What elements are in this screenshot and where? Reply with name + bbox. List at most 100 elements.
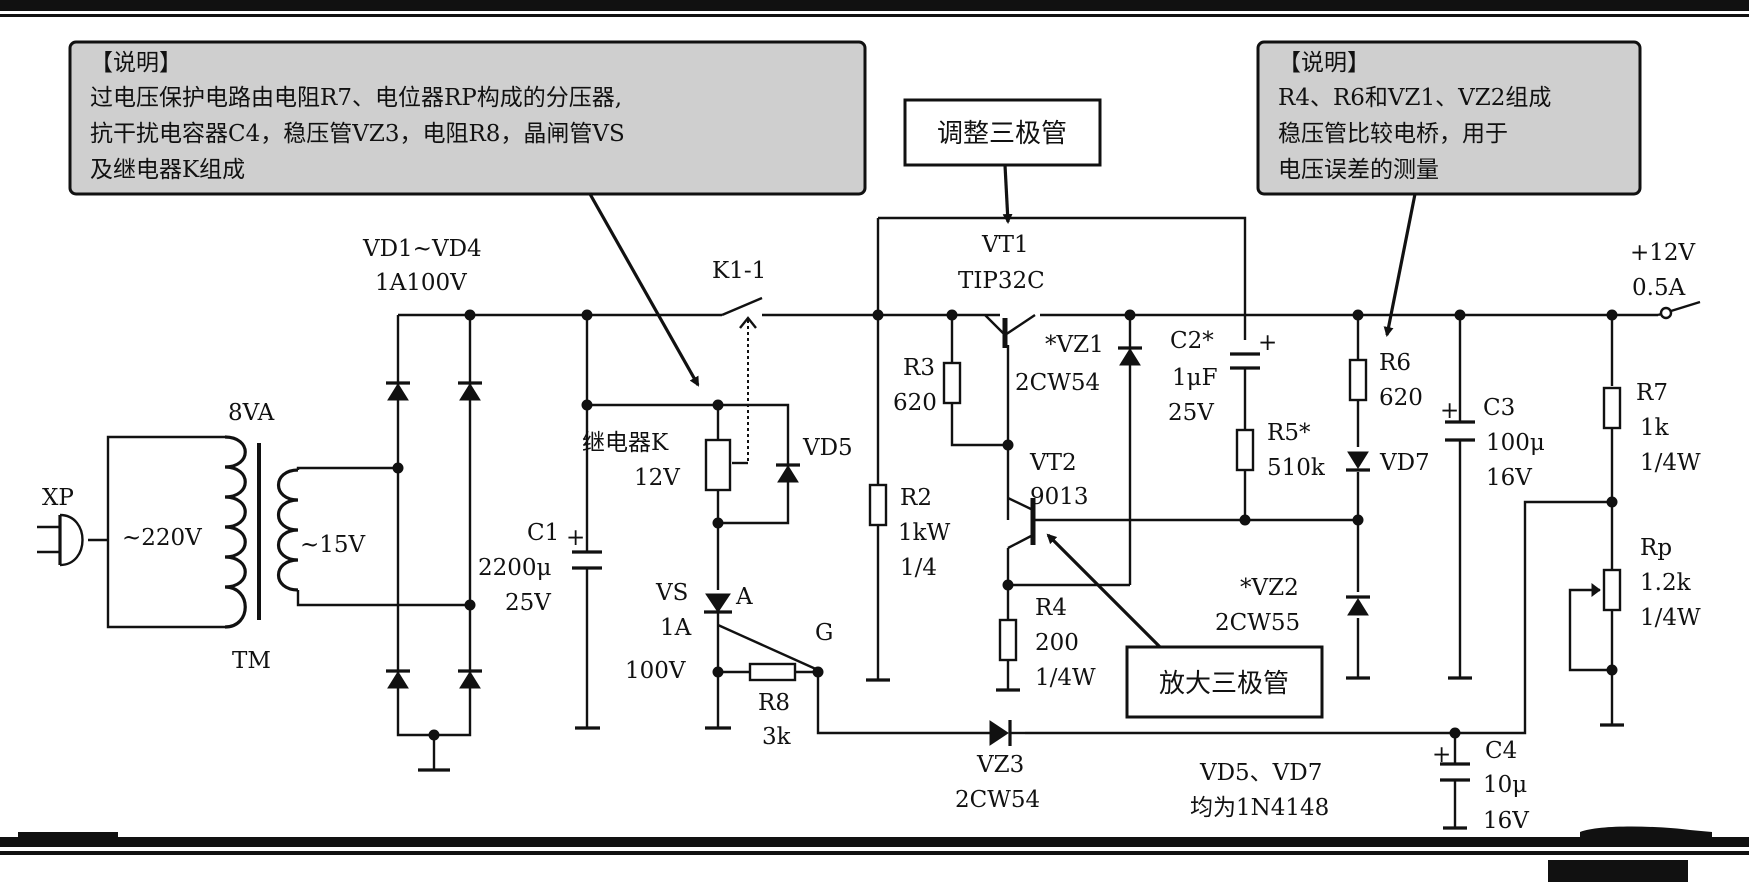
resistor-r3 [942, 361, 962, 405]
label-c1-value: 2200μ [478, 555, 552, 581]
label-vz2-type: 2CW55 [1215, 610, 1300, 636]
label-output-voltage: +12V [1630, 240, 1696, 266]
capacitor-c1 [572, 550, 602, 570]
note-right-line-3: 电压误差的测量 [1278, 157, 1439, 183]
label-r5-name: R5* [1267, 420, 1311, 446]
relay-coil [704, 438, 732, 492]
label-diode-note-1: VD5、VD7 [1199, 760, 1322, 786]
label-diode-note-2: 均为1N4148 [1190, 795, 1329, 821]
note-left: 【说明】 过电压保护电路由电阻R7、电位器RP构成的分压器, 抗干扰电容器C4，… [68, 40, 867, 196]
label-vd5: VD5 [802, 435, 853, 461]
diode-vd7 [1346, 451, 1370, 472]
label-c1-name: C1 [527, 520, 559, 546]
svg-text:+: + [1432, 742, 1451, 768]
label-r2-power: 1/4 [900, 555, 937, 581]
resistor-r8 [748, 662, 797, 682]
label-vz3-type: 2CW54 [955, 787, 1040, 813]
label-bridge-name: VD1~VD4 [362, 236, 482, 262]
label-vt2-name: VT2 [1029, 450, 1077, 476]
label-r8-name: R8 [758, 690, 790, 716]
label-r3-name: R3 [903, 355, 935, 381]
label-vz1-type: 2CW54 [1015, 370, 1100, 396]
polarity-marks: + + + + [566, 330, 1459, 768]
label-vz3-name: VZ3 [976, 752, 1024, 778]
label-output-current: 0.5A [1632, 275, 1686, 301]
labels: XP ~220V 8VA ~15V TM VD1~VD4 1A100V C1 2… [42, 232, 1701, 834]
note-right: 【说明】 R4、R6和VZ1、VZ2组成 稳压管比较电桥，用于 电压误差的测量 [1256, 40, 1642, 196]
resistor-r4 [998, 618, 1018, 662]
label-vs-current: 1A [660, 615, 692, 641]
label-c3-voltage: 16V [1486, 465, 1532, 491]
thyristor-vs [704, 593, 732, 614]
resistor-r6 [1348, 358, 1368, 402]
wiring [37, 216, 1701, 830]
note-right-line-1: R4、R6和VZ1、VZ2组成 [1278, 85, 1551, 111]
label-relay-contact: K1-1 [712, 258, 766, 284]
label-r4-power: 1/4W [1035, 665, 1096, 691]
label-c3-value: 100μ [1486, 430, 1545, 456]
callout-adjust-transistor: 调整三极管 [903, 98, 1102, 167]
label-r2-value: 1kW [898, 520, 951, 546]
label-rp-power: 1/4W [1640, 605, 1701, 631]
label-r7-value: 1k [1640, 415, 1670, 441]
label-r8-value: 3k [762, 724, 792, 750]
note-left-line-1: 过电压保护电路由电阻R7、电位器RP构成的分压器, [90, 85, 622, 111]
label-relay-voltage: 12V [634, 465, 680, 491]
label-vs-gate: G [815, 620, 833, 646]
capacitor-c2 [1230, 352, 1260, 370]
label-c2-voltage: 25V [1168, 400, 1214, 426]
label-r6-value: 620 [1379, 385, 1423, 411]
pointer-arrows [588, 164, 1417, 649]
label-c1-voltage: 25V [505, 590, 551, 616]
diode-vd5 [776, 463, 800, 483]
note-right-line-2: 稳压管比较电桥，用于 [1278, 121, 1508, 147]
diode-vz3 [989, 720, 1025, 746]
resistor-r5 [1235, 428, 1255, 472]
note-right-header: 【说明】 [1278, 50, 1370, 76]
callout-adjust-label: 调整三极管 [937, 119, 1067, 149]
callout-amplifier-label: 放大三极管 [1159, 669, 1289, 699]
label-r7-power: 1/4W [1640, 450, 1701, 476]
capacitor-c3 [1445, 420, 1475, 442]
junction-dots [392, 309, 1618, 741]
label-mains: ~220V [122, 525, 202, 551]
label-bridge-rating: 1A100V [375, 270, 467, 296]
svg-text:+: + [1258, 330, 1277, 356]
label-c4-value: 10μ [1483, 772, 1527, 798]
resistor-r7 [1602, 386, 1622, 430]
note-left-line-3: 及继电器K组成 [90, 157, 245, 183]
potentiometer-rp [1591, 568, 1622, 612]
label-rp-name: Rp [1640, 535, 1672, 561]
label-c4-name: C4 [1485, 738, 1517, 764]
label-xp: XP [42, 485, 74, 511]
label-rp-value: 1.2k [1640, 570, 1692, 596]
note-left-line-2: 抗干扰电容器C4，稳压管VZ3，电阻R8，晶闸管VS [90, 121, 625, 147]
svg-text:+: + [566, 525, 585, 551]
label-r4-value: 200 [1035, 630, 1079, 656]
label-vs-name: VS [655, 580, 688, 606]
label-vt2-type: 9013 [1030, 484, 1089, 510]
capacitor-c4 [1440, 762, 1470, 782]
label-vt1-type: TIP32C [958, 268, 1045, 294]
bridge-diodes [386, 381, 482, 689]
label-vt1-name: VT1 [981, 232, 1029, 258]
label-c4-voltage: 16V [1483, 808, 1529, 834]
zener-vz1 [1118, 346, 1142, 366]
label-r2-name: R2 [900, 485, 932, 511]
resistor-r2 [868, 483, 888, 527]
label-secondary: ~15V [300, 532, 366, 558]
label-vd7: VD7 [1379, 450, 1430, 476]
label-c2-name: C2* [1170, 328, 1214, 354]
label-c2-value: 1μF [1172, 365, 1218, 391]
label-transformer-rating: 8VA [228, 400, 275, 426]
label-vz2-name: *VZ2 [1240, 575, 1299, 601]
label-r5-value: 510k [1267, 455, 1326, 481]
label-vs-anode: A [735, 584, 753, 610]
label-r6-name: R6 [1379, 350, 1411, 376]
label-vz1-name: *VZ1 [1045, 332, 1104, 358]
label-c3-name: C3 [1483, 395, 1515, 421]
label-r3-value: 620 [893, 390, 937, 416]
